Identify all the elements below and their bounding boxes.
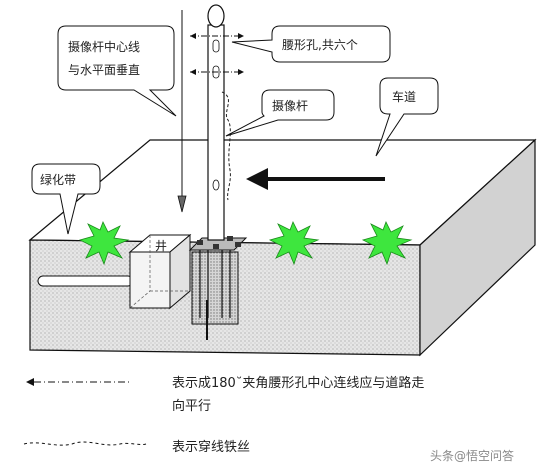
camera-pole: [207, 4, 225, 241]
nuts: [197, 236, 241, 249]
callout-lane-text: 车道: [392, 89, 416, 104]
watermark: 头条@悟空问答: [430, 448, 514, 463]
road-side-face: [419, 138, 536, 357]
burst-grass-icon: [78, 221, 130, 266]
callout-green-belt-text: 绿化带: [40, 172, 76, 187]
callout-green-belt: 绿化带: [31, 163, 101, 235]
burst-grass-icon: [361, 221, 413, 266]
legend-dashdot-text-1: 表示成180˘夹角腰形孔中心连线应与道路走: [172, 375, 424, 391]
well-label: 井: [155, 239, 167, 253]
threading-wire: [221, 91, 231, 201]
well-box: [128, 233, 192, 310]
conduit-pipe: [37, 275, 134, 287]
arrow-left-icon: [246, 168, 385, 190]
callout-waist-holes-text: 腰形孔,共六个: [282, 38, 358, 52]
plumb-bob-icon: [177, 195, 187, 213]
callout-lane: 车道: [375, 77, 439, 157]
legend-dashdot-line: [26, 378, 130, 386]
callout-pole-center-line-text-2: 与水平面垂直: [68, 63, 140, 77]
foundation-bolts: [199, 250, 231, 318]
legend-dashed-wire: [23, 441, 147, 446]
callout-camera-pole: 摄像杆: [225, 89, 335, 137]
legend-dashdot-text-2: 向平行: [172, 398, 211, 414]
legend-dashed-text: 表示穿线铁丝: [172, 439, 250, 455]
burst-grass-icon: [268, 221, 320, 266]
callout-camera-pole-text: 摄像杆: [272, 98, 308, 113]
foundation-block: [191, 251, 239, 325]
callout-waist-holes: 腰形孔,共六个: [231, 25, 391, 63]
callout-pole-center-line-text-1: 摄像杆中心线: [68, 39, 140, 54]
callout-pole-center-line: 摄像杆中心线 与水平面垂直: [57, 25, 177, 117]
